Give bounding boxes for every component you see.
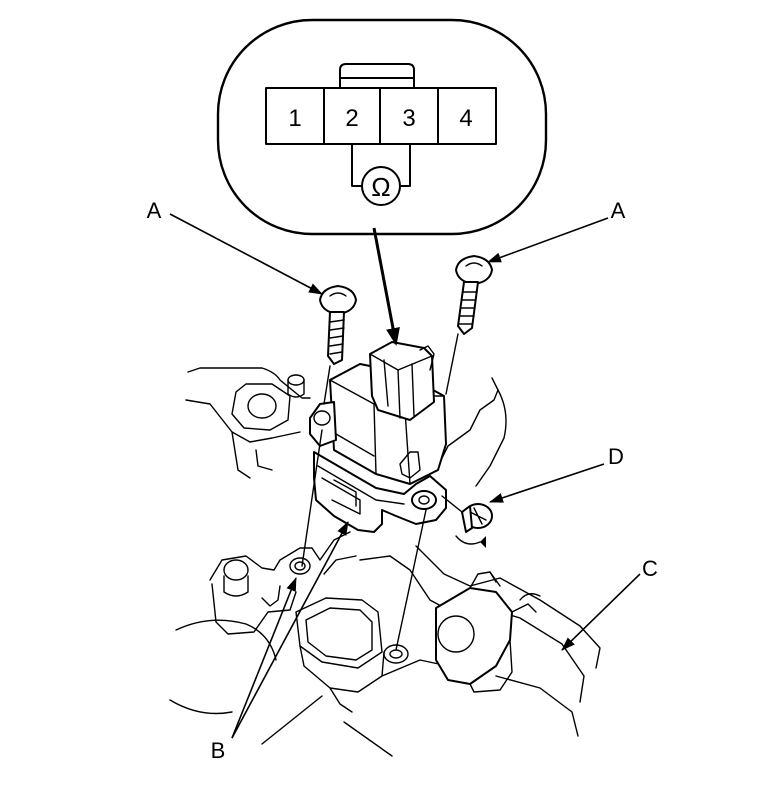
ohm-symbol: Ω xyxy=(371,172,390,202)
connector-face-view: 1 2 3 4 Ω xyxy=(216,18,548,236)
pin-1-label: 1 xyxy=(288,105,301,132)
callout-a-right: A xyxy=(611,198,626,223)
mounting-screw-left xyxy=(319,285,357,365)
callout-a-left: A xyxy=(147,198,162,223)
shift-lock-switch xyxy=(309,341,447,533)
connector-pointer-arrow xyxy=(372,227,400,346)
screw-holes xyxy=(383,644,409,664)
pin-3-label: 3 xyxy=(402,105,415,132)
callout-d: D xyxy=(608,444,624,469)
callout-c: C xyxy=(642,556,658,581)
callout-leaders xyxy=(169,213,641,739)
ohmmeter-icon xyxy=(361,166,401,206)
screw-alignment-lines xyxy=(301,333,459,651)
mounting-screw-right xyxy=(455,255,493,335)
pin-4-label: 4 xyxy=(459,105,472,132)
shift-lever-bracket xyxy=(169,367,601,757)
pin-2-label: 2 xyxy=(345,105,358,132)
callout-b: B xyxy=(211,738,226,763)
clip xyxy=(441,495,493,548)
